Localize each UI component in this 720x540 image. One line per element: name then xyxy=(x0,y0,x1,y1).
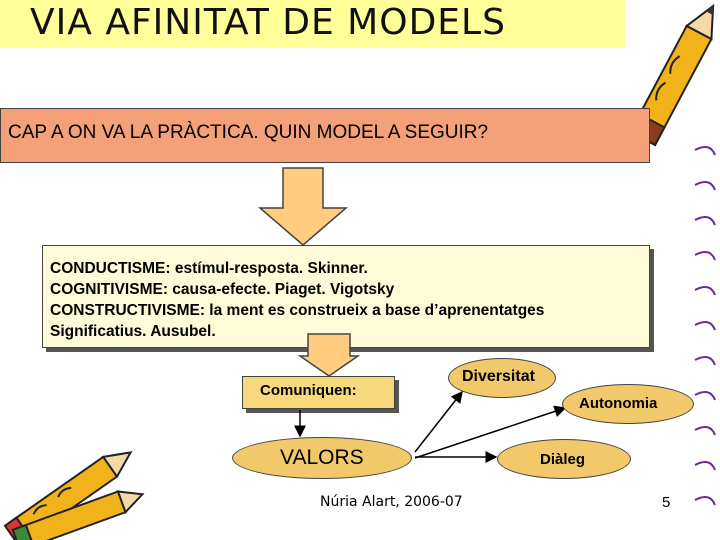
communicate-label: Comuniquen: xyxy=(260,382,357,399)
model-constructivisme-cont: Significatius. Ausubel. xyxy=(50,323,216,340)
diversitat-label: Diversitat xyxy=(462,368,535,385)
slide-title: VIA AFINITAT DE MODELS xyxy=(30,2,506,43)
dialeg-label: Diàleg xyxy=(540,451,586,468)
autonomia-label: Autonomia xyxy=(579,395,658,412)
model-constructivisme: CONSTRUCTIVISME: la ment es construeix a… xyxy=(50,302,545,319)
dialeg-oval xyxy=(497,439,631,479)
model-cognitivisme: COGNITIVISME: causa-efecte. Piaget. Vigo… xyxy=(50,281,395,298)
communicate-box xyxy=(242,376,395,409)
models-box xyxy=(42,245,650,348)
diversitat-oval xyxy=(448,358,556,398)
question-text: CAP A ON VA LA PRÀCTICA. QUIN MODEL A SE… xyxy=(8,122,489,143)
model-conductisme: CONDUCTISME: estímul-resposta. Skinner. xyxy=(50,260,368,277)
pencils-icon xyxy=(3,451,145,540)
page-number: 5 xyxy=(662,494,671,511)
down-arrow-icon xyxy=(257,167,349,246)
question-box xyxy=(0,108,650,163)
valors-oval xyxy=(232,437,412,479)
autonomia-oval xyxy=(562,384,694,424)
valors-label: VALORS xyxy=(280,446,364,469)
title-banner xyxy=(0,0,625,48)
spiral-binding-decoration xyxy=(694,145,716,506)
down-arrow-icon xyxy=(297,333,361,377)
footer-author: Núria Alart, 2006-07 xyxy=(320,494,463,510)
